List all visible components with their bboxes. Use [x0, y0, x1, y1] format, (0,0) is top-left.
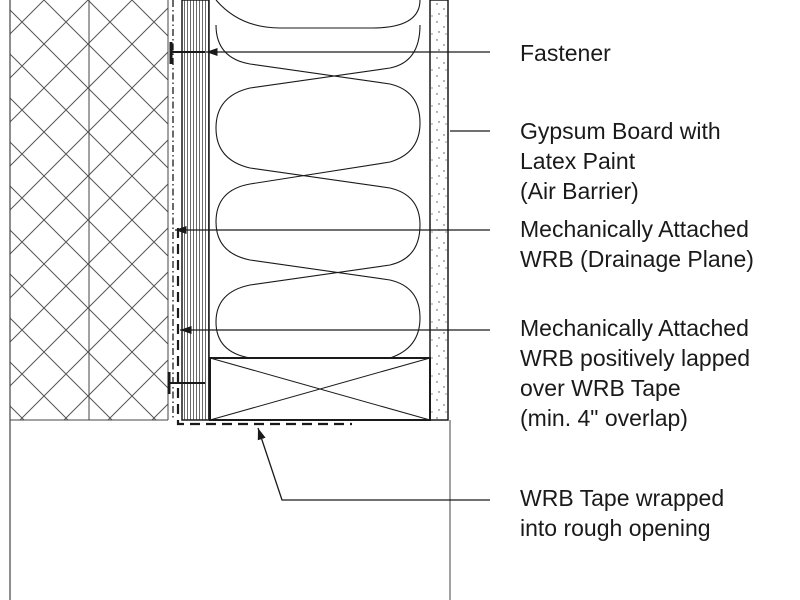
label-gypsum-line: Latex Paint	[520, 148, 636, 174]
batt-insulation	[215, 0, 421, 359]
label-wrb-drainage-line: Mechanically Attached	[520, 216, 749, 242]
framing-block	[209, 357, 431, 421]
label-gypsum-board: Gypsum Board with Latex Paint (Air Barri…	[520, 118, 727, 204]
label-wrb-drainage-line: WRB (Drainage Plane)	[520, 246, 754, 272]
leader-lines	[175, 47, 490, 501]
label-wrb-tape-line: into rough opening	[520, 515, 711, 541]
label-wrb-lapped-line: over WRB Tape	[520, 375, 681, 401]
label-wrb-lapped: Mechanically Attached WRB positively lap…	[520, 315, 757, 431]
gypsum-board	[429, 0, 449, 421]
wrb-tape	[176, 228, 352, 426]
label-fastener: Fastener	[520, 40, 611, 66]
label-wrb-tape-line: WRB Tape wrapped	[520, 485, 724, 511]
sheathing	[181, 0, 210, 421]
label-wrb-lapped-line: WRB positively lapped	[520, 345, 750, 371]
label-wrb-lapped-line: (min. 4" overlap)	[520, 405, 688, 431]
label-wrb-lapped-line: Mechanically Attached	[520, 315, 749, 341]
label-wrb-drainage: Mechanically Attached WRB (Drainage Plan…	[520, 216, 755, 272]
label-wrb-tape: WRB Tape wrapped into rough opening	[520, 485, 731, 541]
cladding	[9, 0, 169, 600]
fastener-top	[169, 42, 205, 64]
leader-wrb-tape	[257, 427, 490, 501]
label-fastener-line: Fastener	[520, 40, 611, 66]
label-gypsum-line: (Air Barrier)	[520, 178, 639, 204]
fastener-bottom	[167, 372, 205, 394]
label-gypsum-line: Gypsum Board with	[520, 118, 721, 144]
